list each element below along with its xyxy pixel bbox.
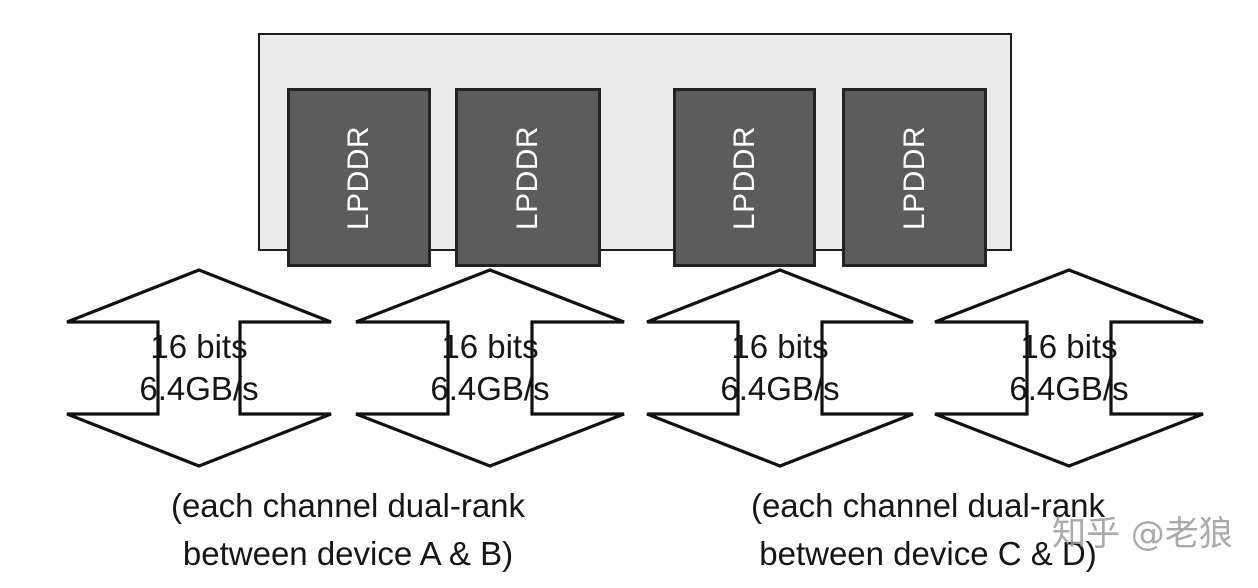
double-headed-arrow-icon-3 (646, 268, 914, 468)
double-headed-arrow-icon-2 (355, 268, 625, 468)
caption-right: (each channel dual-rank between device C… (648, 482, 1208, 578)
double-headed-arrow-icon-4 (934, 268, 1204, 468)
lpddr-chip-2-label: LPDDR (511, 125, 544, 230)
caption-right-line1: (each channel dual-rank (750, 487, 1106, 524)
channel-arrow-4-text: 16 bits 6.4GB/s (933, 326, 1205, 410)
caption-left: (each channel dual-rank between device A… (68, 482, 628, 578)
lpddr-chip-2: LPDDR (455, 88, 601, 267)
lpddr-chip-1: LPDDR (287, 88, 431, 267)
double-headed-arrow-icon-1 (66, 268, 332, 468)
lpddr-chip-4-label: LPDDR (897, 125, 931, 230)
lpddr-chip-3: LPDDR (673, 88, 816, 267)
channel-arrow-3: 16 bits 6.4GB/s (645, 268, 915, 468)
channel-3-bits: 16 bits (731, 328, 829, 365)
memory-package: LPDDR LPDDR LPDDR LPDDR (258, 33, 1012, 267)
caption-left-line2: between device A & B) (182, 535, 514, 572)
lpddr-chip-3-label: LPDDR (727, 125, 761, 230)
caption-right-line2: between device C & D) (759, 535, 1097, 572)
channel-1-bits: 16 bits (150, 328, 248, 365)
channel-arrow-2-text: 16 bits 6.4GB/s (354, 326, 626, 410)
channel-arrow-1-text: 16 bits 6.4GB/s (65, 326, 333, 410)
channel-arrow-4: 16 bits 6.4GB/s (933, 268, 1205, 468)
channel-1-bandwidth: 6.4GB/s (139, 370, 259, 407)
channel-4-bandwidth: 6.4GB/s (1009, 370, 1129, 407)
channel-4-bits: 16 bits (1020, 328, 1118, 365)
channel-2-bandwidth: 6.4GB/s (430, 370, 550, 407)
channel-arrow-1: 16 bits 6.4GB/s (65, 268, 333, 468)
channel-3-bandwidth: 6.4GB/s (720, 370, 840, 407)
channel-2-bits: 16 bits (441, 328, 539, 365)
caption-left-line1: (each channel dual-rank (170, 487, 526, 524)
lpddr-chip-4: LPDDR (842, 88, 987, 267)
channel-arrow-2: 16 bits 6.4GB/s (354, 268, 626, 468)
channel-arrow-3-text: 16 bits 6.4GB/s (645, 326, 915, 410)
lpddr-chip-1-label: LPDDR (342, 125, 375, 230)
